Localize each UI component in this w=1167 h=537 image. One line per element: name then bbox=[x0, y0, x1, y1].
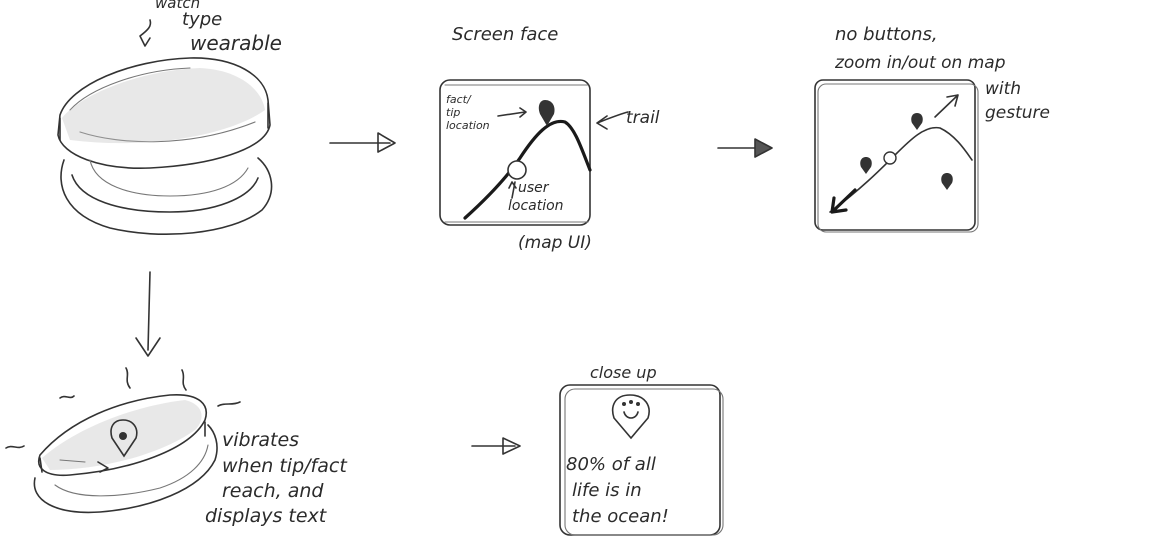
arrow-down bbox=[135, 271, 161, 357]
screen-face-map bbox=[439, 79, 629, 226]
label-fact-text-1: 80% of all bbox=[566, 454, 656, 475]
label-watch: watch bbox=[155, 0, 200, 12]
label-vibrates-1: vibrates bbox=[222, 429, 299, 451]
vibrating-wearable bbox=[5, 367, 241, 514]
label-screen-face: Screen face bbox=[452, 24, 558, 45]
zoom-map bbox=[814, 79, 979, 233]
label-tip: tip bbox=[446, 106, 460, 119]
label-fact: fact/ bbox=[446, 93, 472, 106]
arrow-3 bbox=[471, 437, 521, 455]
arrow-2 bbox=[717, 138, 773, 158]
label-gesture: gesture bbox=[985, 103, 1050, 123]
label-location: location bbox=[446, 119, 490, 132]
label-zoom: zoom in/out on map bbox=[834, 53, 1006, 73]
label-vibrates-3: reach, and bbox=[222, 480, 324, 502]
label-trail: trail bbox=[626, 108, 660, 128]
arrow-1 bbox=[329, 132, 396, 153]
close-up-screen bbox=[559, 384, 724, 536]
wearable-device-sketch bbox=[57, 19, 273, 235]
zoom-arrow-icon bbox=[830, 188, 857, 214]
label-fact-text-2: life is in bbox=[572, 480, 642, 501]
label-user: user bbox=[518, 180, 550, 196]
paw-print-icon bbox=[110, 419, 138, 458]
label-no-buttons: no buttons, bbox=[835, 24, 938, 45]
map-pin-icon bbox=[538, 100, 555, 126]
label-vibrates-2: when tip/fact bbox=[222, 455, 348, 477]
label-close-up: close up bbox=[590, 363, 657, 382]
label-type: type bbox=[182, 9, 222, 30]
label-map-ui: (map UI) bbox=[518, 233, 592, 253]
label-vibrates-4: displays text bbox=[205, 505, 328, 527]
label-user-location: location bbox=[508, 198, 564, 214]
user-location-icon bbox=[507, 160, 527, 180]
label-wearable: wearable bbox=[190, 31, 282, 55]
label-fact-text-3: the ocean! bbox=[572, 506, 669, 527]
label-with: with bbox=[985, 79, 1021, 99]
